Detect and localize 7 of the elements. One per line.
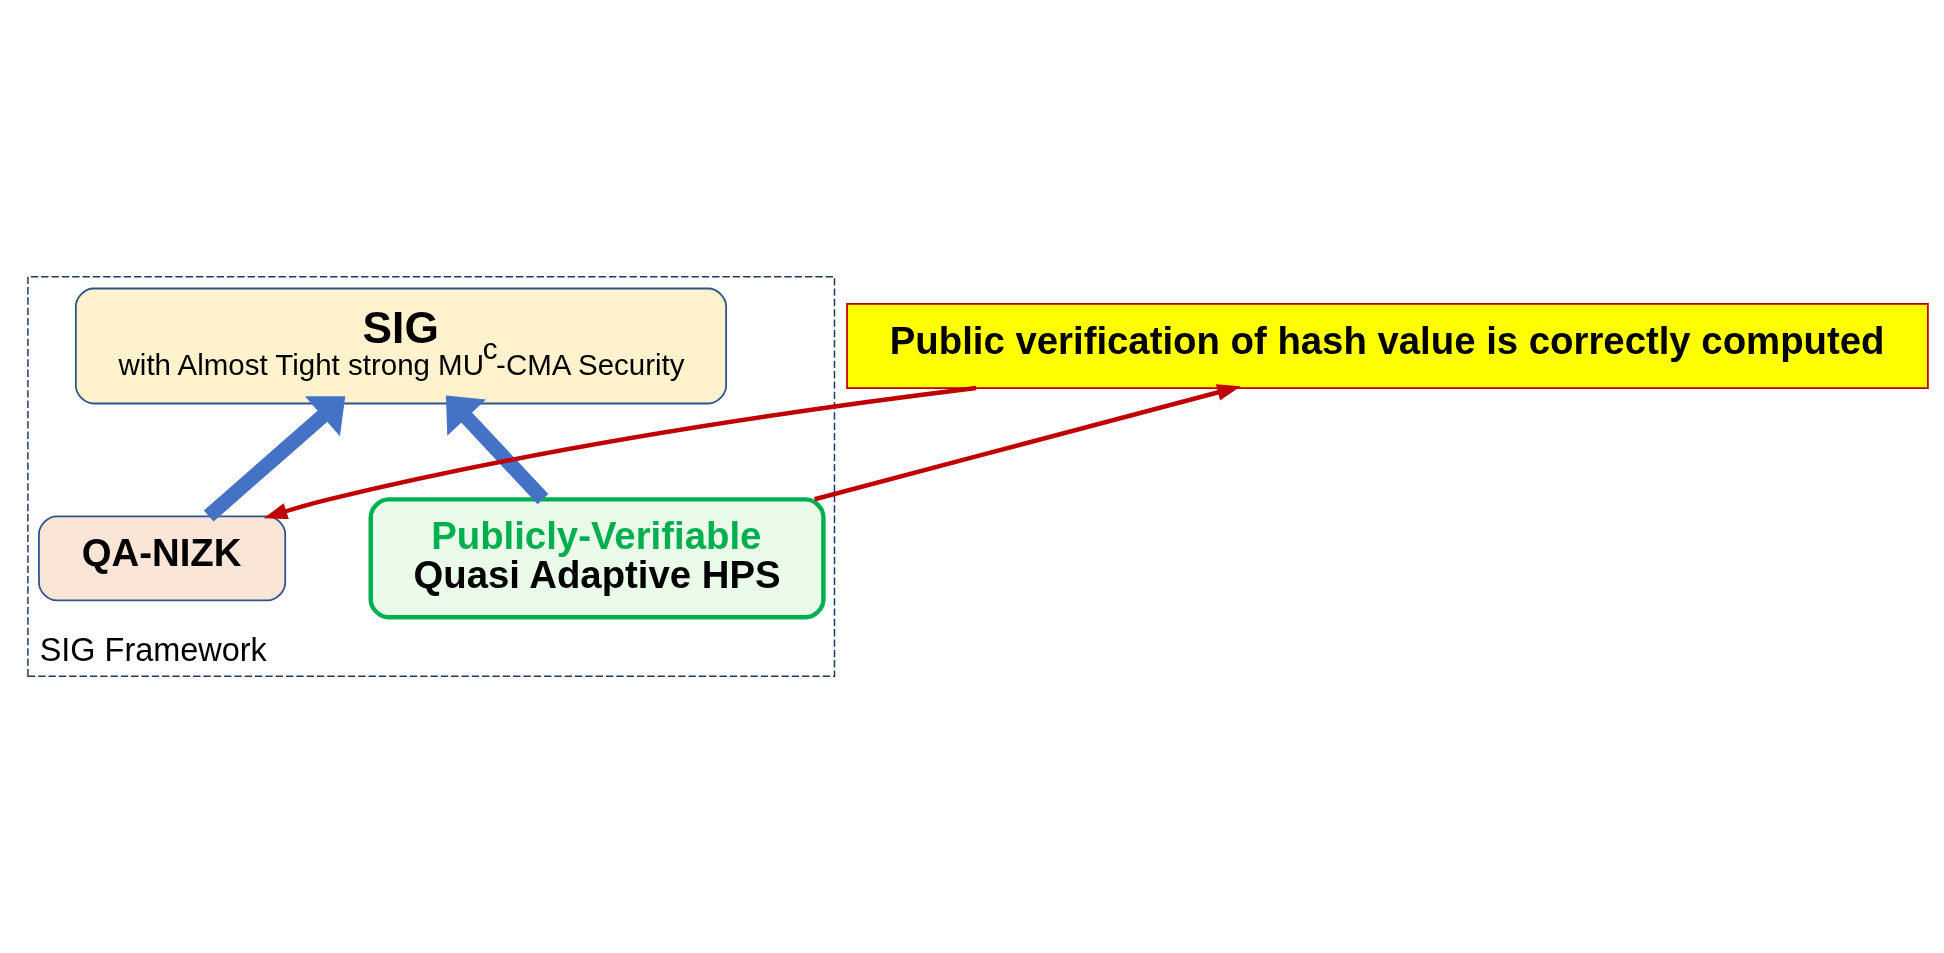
arrow [263,385,977,519]
arrow [203,396,346,522]
node-box: Public verification of hash value is correctly computed [846,303,1929,389]
arrow [814,384,1241,502]
arrow [445,395,549,505]
node-box: QA-NIZK [38,515,287,602]
node-box: Publicly-Verifiable Quasi Adaptive HPS [368,497,826,620]
